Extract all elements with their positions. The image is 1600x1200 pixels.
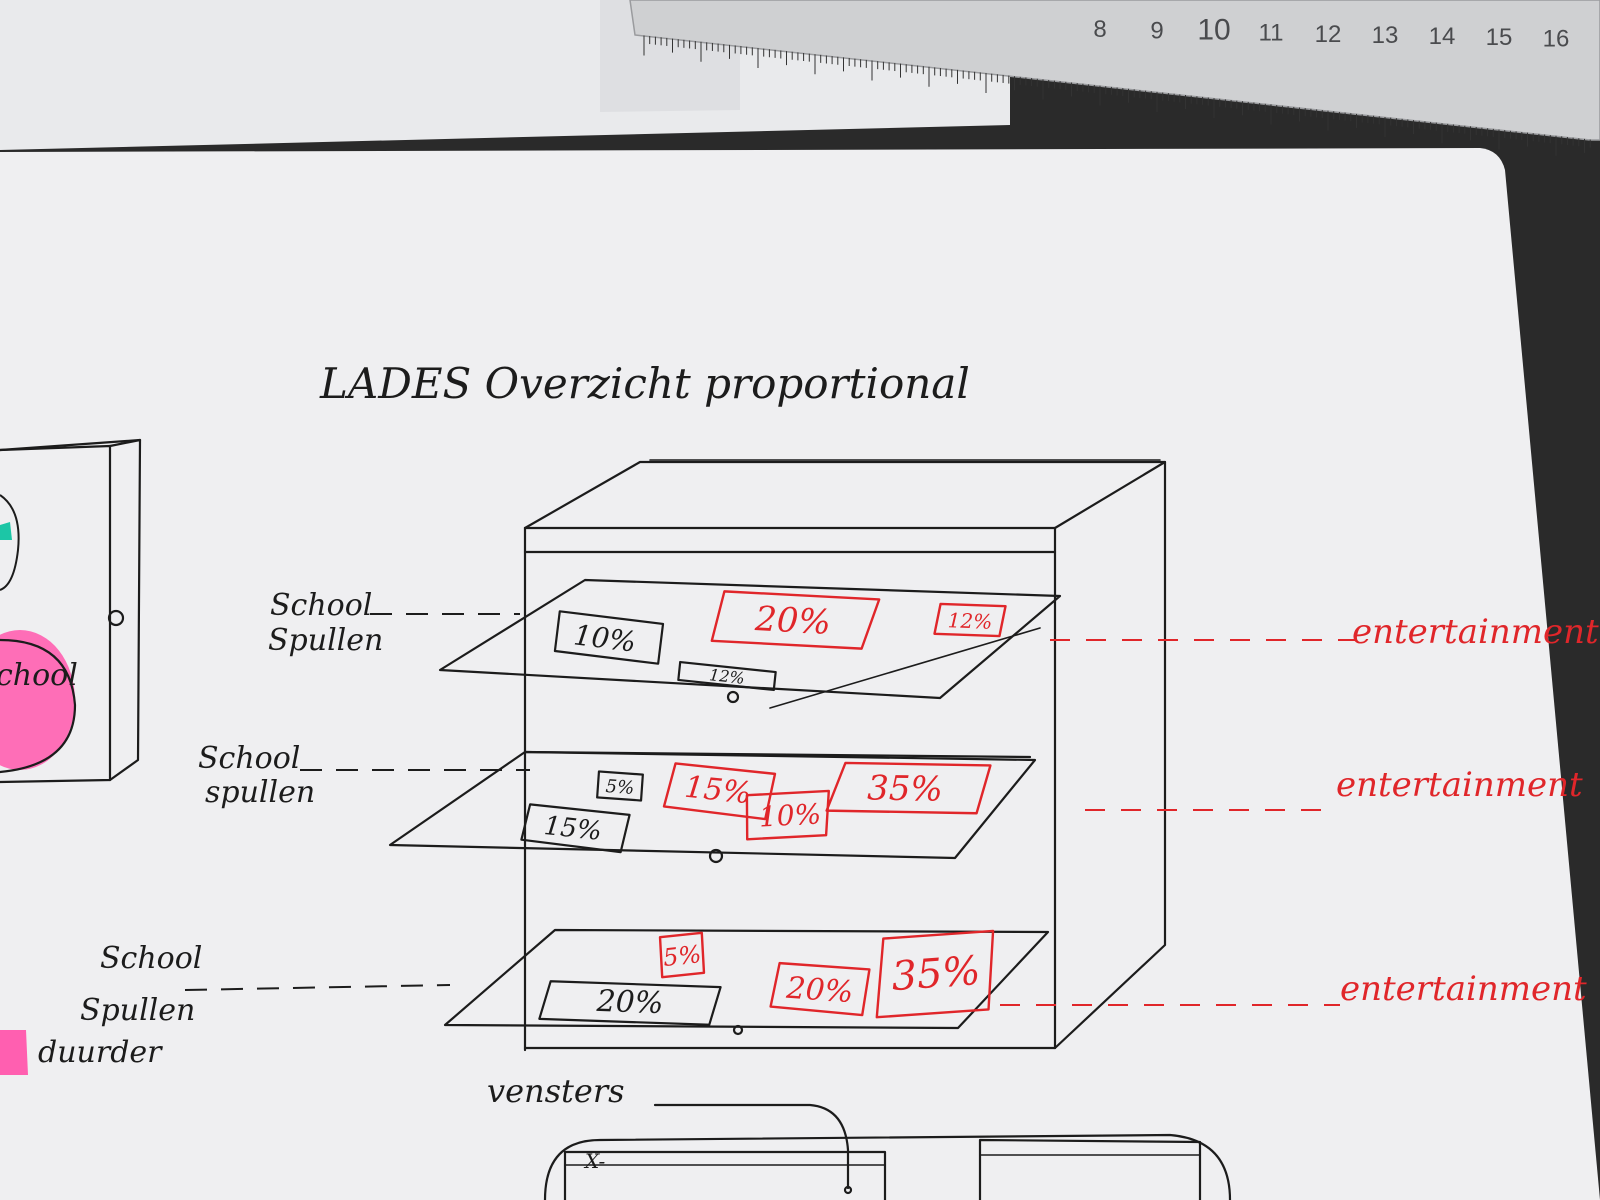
left-label-1-line-1: School [270,588,372,623]
pink-highlighter-mark [0,1030,28,1075]
svg-text:12%: 12% [708,665,745,688]
ruler-number: 9 [1150,17,1163,44]
ruler-number: 13 [1372,22,1399,49]
svg-text:5%: 5% [605,776,635,799]
drawer-3-tag-black-1: 20% [538,980,722,1026]
drawer-3-tag-red-3: 35% [875,929,995,1019]
sketch-title: LADES Overzicht proportional [319,359,970,408]
ruler-number: 12 [1315,21,1342,48]
ruler-number: 14 [1429,23,1456,50]
ruler-number: 15 [1486,24,1513,51]
left-label-2: School spullen [198,741,315,810]
ruler-number: 10 [1197,13,1230,46]
svg-text:35%: 35% [867,768,943,809]
svg-text:10%: 10% [572,618,638,658]
drawer-1-tag-black-1: 10% [553,610,665,665]
drawer-3-tag-red-2: 20% [769,961,871,1017]
vensters-label: vensters [487,1072,625,1110]
left-label-1-line-2: Spullen [268,623,383,658]
left-label-3-line-1: School [100,941,202,976]
drawer-3-tag-red-1: 5% [658,931,706,979]
drawer-2-tag-red-1: 15% [662,762,777,821]
svg-text:10%: 10% [758,797,822,833]
drawer-1-tag-black-2: 12% [677,660,777,692]
svg-text:15%: 15% [542,811,603,847]
right-label-1: entertainment [1352,612,1599,652]
drawer-cabinet [523,459,1167,1052]
teal-circle-fragment [0,494,20,591]
drawer-2-tag-red-2: 10% [745,789,830,841]
left-label-2-line-1: School [198,741,300,776]
window-sketch: X- [543,1133,1232,1200]
ruler-numbers: 8 9 10 11 12 13 14 15 16 [1093,13,1569,52]
drawer-1-tag-red-2: 12% [933,602,1007,638]
drawer-2-tag-red-3: 35% [825,761,992,815]
metal-ruler: 8 9 10 11 12 13 14 15 16 [629,0,1600,156]
svg-text:20%: 20% [784,971,854,1011]
left-label-3-line-2: Spullen [80,993,195,1028]
left-fragment-label: chool [0,658,78,693]
drawer-2 [388,750,1037,864]
svg-text:35%: 35% [890,948,982,1000]
leader-left-3 [184,984,451,991]
vensters-arrow [653,1103,850,1190]
right-label-2: entertainment [1336,765,1583,805]
svg-text:12%: 12% [947,608,992,634]
drawer-3 [443,928,1050,1036]
right-label-3: entertainment [1340,969,1587,1009]
ruler-number: 16 [1543,25,1570,52]
ruler-number: 11 [1259,20,1284,47]
drawer-2-tag-black-2: 15% [520,803,631,854]
notebook-page [0,148,1600,1200]
ruler-ticks [643,35,1591,156]
drawer-1-tag-red-1: 20% [710,590,881,650]
pink-highlighter-blob [0,630,75,770]
left-label-2-line-2: spullen [205,775,315,810]
left-label-3: School Spullen duurder [38,941,202,1070]
left-label-3-line-3: duurder [38,1035,163,1070]
svg-text:20%: 20% [753,599,832,643]
svg-text:20%: 20% [595,984,664,1021]
drawer-2-tag-black-1: 5% [596,770,644,802]
ruler-number: 8 [1093,16,1106,43]
svg-text:5%: 5% [662,940,703,972]
window-close-mark: X- [583,1149,606,1173]
left-label-1: School Spullen [268,588,383,658]
left-partial-sketch: chool [0,438,142,1075]
svg-text:15%: 15% [683,770,753,812]
